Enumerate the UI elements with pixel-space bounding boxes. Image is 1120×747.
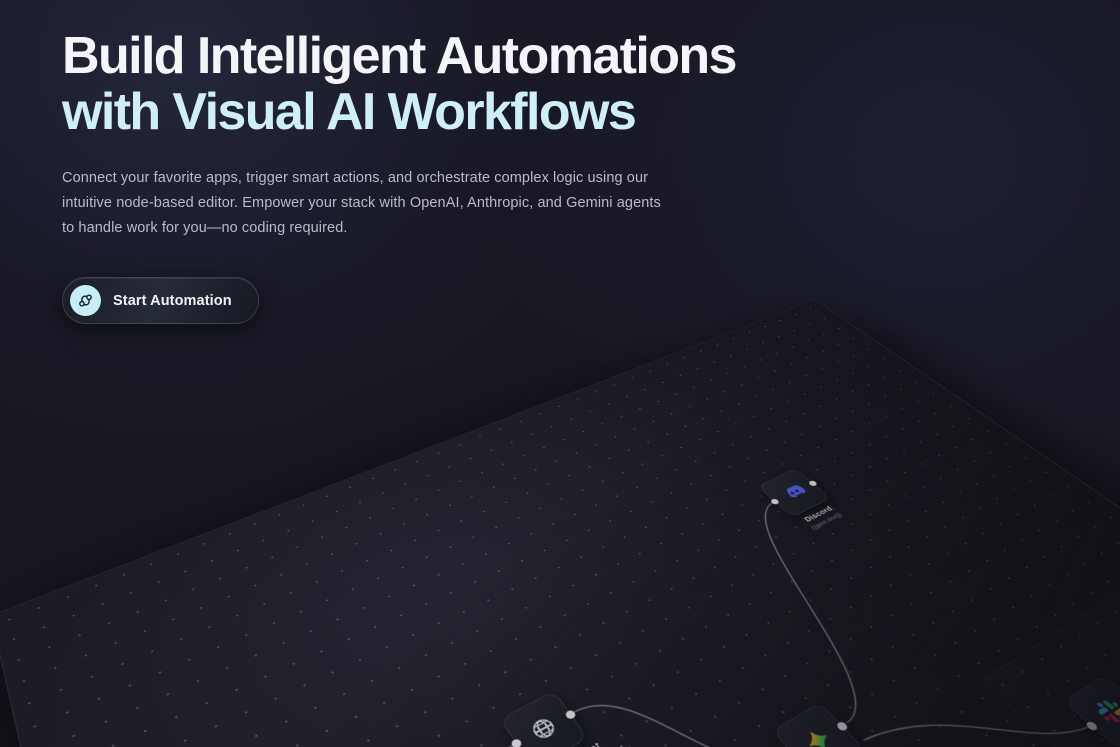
page-title: Build Intelligent Automations with Visua… — [62, 28, 862, 140]
start-automation-label: Start Automation — [113, 292, 232, 309]
connection-edges — [0, 299, 1120, 747]
headline-line-1: Build Intelligent Automations — [62, 27, 737, 85]
edge-http-to-gemini — [574, 646, 794, 747]
hero-subcopy: Connect your favorite apps, trigger smar… — [62, 170, 661, 236]
headline-line-2: with Visual AI Workflows — [62, 83, 637, 141]
edge-gemini-to-discord — [680, 502, 949, 723]
hero-section: Build Intelligent Automations with Visua… — [62, 28, 862, 241]
workflow-canvas-plane[interactable]: AUTONODE Workflows Credentials — [0, 299, 1120, 747]
discord-icon — [783, 483, 808, 499]
workflow-node-icon — [70, 285, 101, 316]
start-automation-button[interactable]: Start Automation — [62, 277, 259, 324]
